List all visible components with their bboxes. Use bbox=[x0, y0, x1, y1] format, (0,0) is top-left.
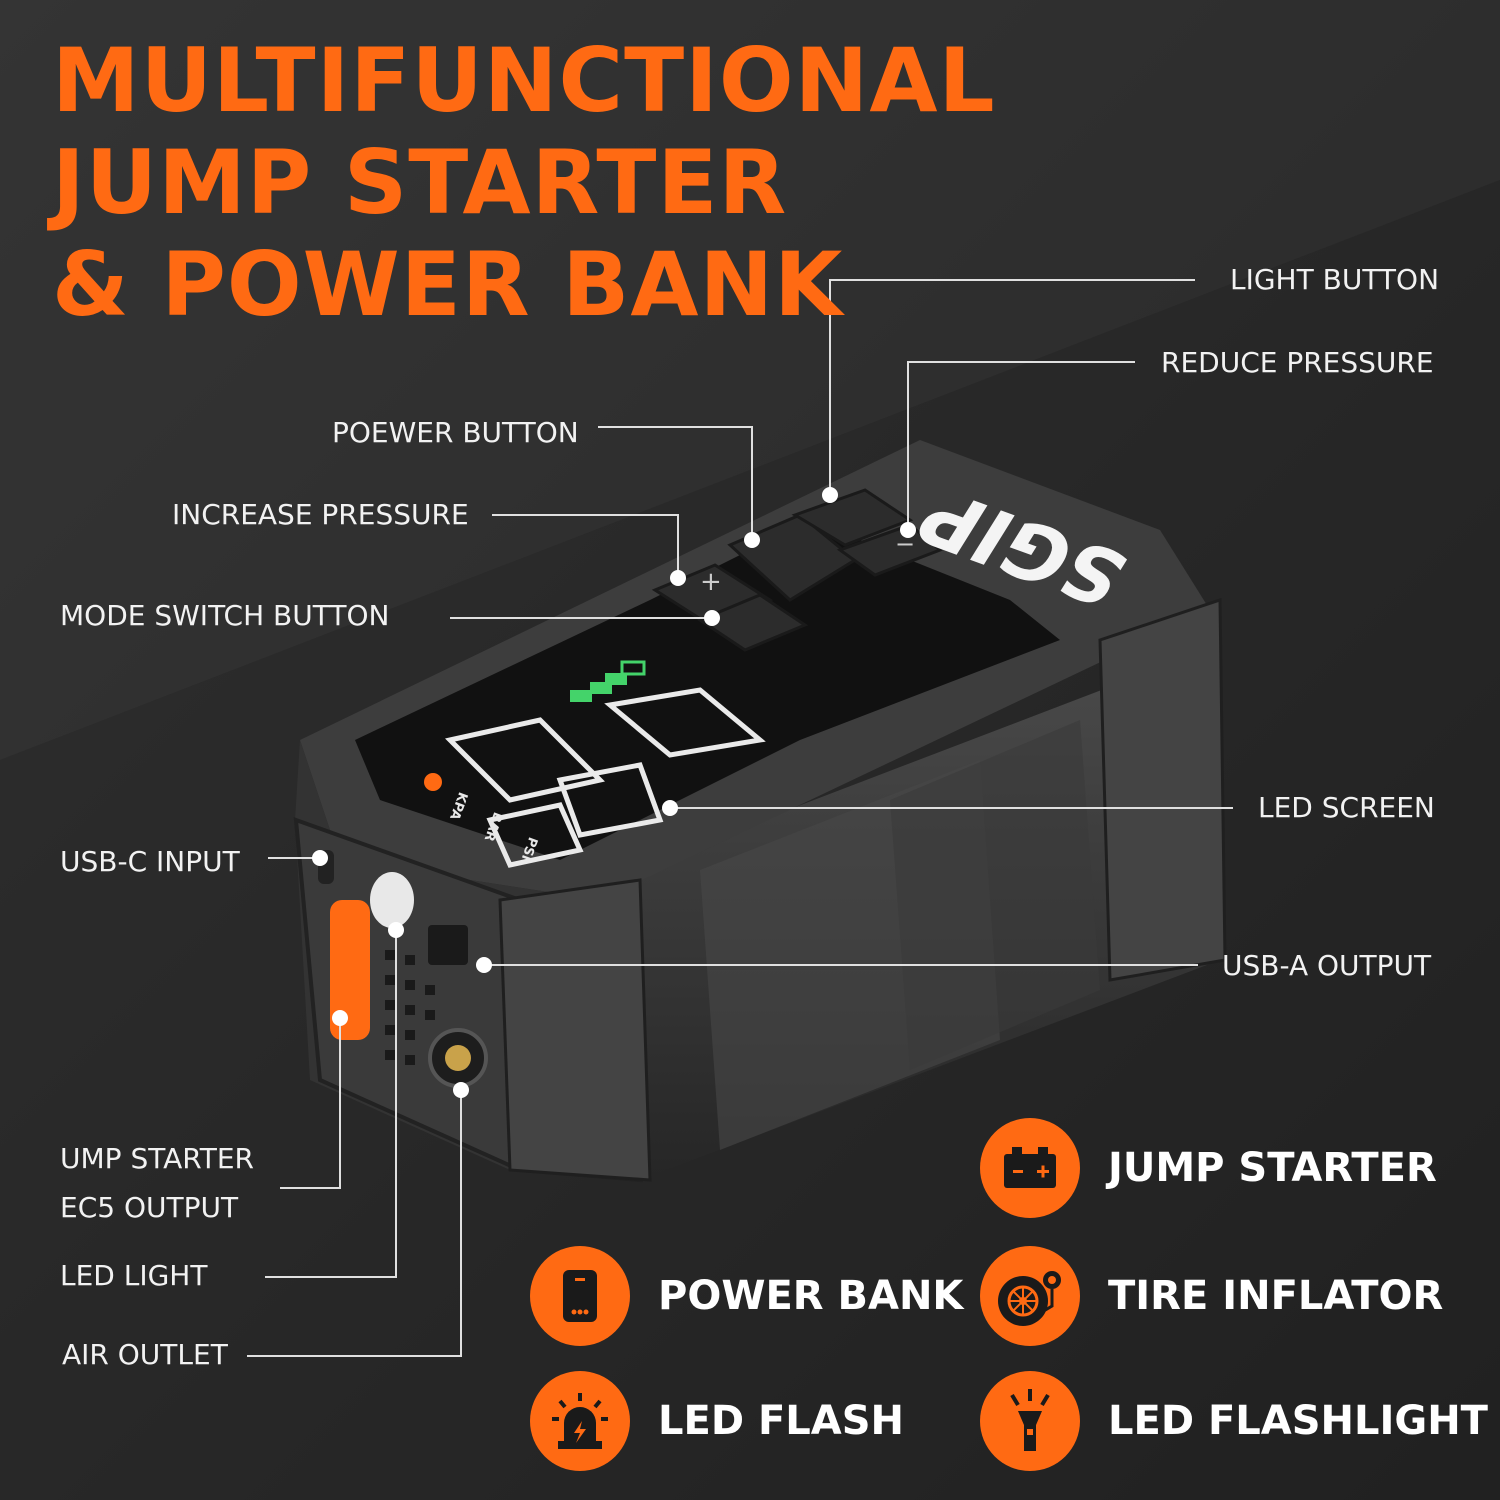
leader-dots bbox=[312, 487, 916, 1098]
vent-grille bbox=[385, 950, 435, 1065]
callout-led-screen: LED SCREEN bbox=[1258, 791, 1435, 824]
callout-reduce-pressure: REDUCE PRESSURE bbox=[1161, 346, 1434, 379]
feature-jump-starter: JUMP STARTER bbox=[1108, 1145, 1437, 1191]
callout-mode-switch: MODE SWITCH BUTTON bbox=[60, 599, 390, 632]
headline: MULTIFUNCTIONAL JUMP STARTER & POWER BAN… bbox=[52, 30, 996, 336]
ec5-port bbox=[330, 900, 370, 1040]
headline-line-1: MULTIFUNCTIONAL bbox=[52, 29, 996, 132]
power-bank-icon bbox=[530, 1246, 630, 1346]
callout-ec5-line2: EC5 OUTPUT bbox=[60, 1191, 239, 1224]
callout-light-button: LIGHT BUTTON bbox=[1230, 263, 1440, 296]
battery-indicators bbox=[570, 660, 646, 702]
usb-a-port bbox=[428, 925, 468, 965]
callout-led-light: LED LIGHT bbox=[60, 1259, 208, 1292]
callout-usb-a-output: USB-A OUTPUT bbox=[1222, 949, 1432, 982]
callout-ec5-line1: UMP STARTER bbox=[60, 1142, 254, 1175]
leader-lines bbox=[247, 279, 1233, 1357]
callout-power-button: POEWER BUTTON bbox=[332, 416, 579, 449]
flashlight-icon bbox=[980, 1371, 1080, 1471]
headline-line-2: JUMP STARTER bbox=[52, 131, 788, 234]
feature-led-flash: LED FLASH bbox=[658, 1398, 904, 1444]
tire-inflator-icon bbox=[980, 1246, 1080, 1346]
led-digits bbox=[445, 687, 766, 868]
feature-led-flashlight: LED FLASHLIGHT bbox=[1108, 1398, 1488, 1444]
screen-panel bbox=[355, 520, 1060, 860]
warning-beacon-icon bbox=[530, 1371, 630, 1471]
sun-indicator bbox=[424, 773, 442, 791]
led-lamp bbox=[370, 872, 414, 928]
feature-power-bank: POWER BANK bbox=[658, 1273, 964, 1319]
battery-icon bbox=[980, 1118, 1080, 1218]
callout-usb-c-input: USB-C INPUT bbox=[60, 845, 240, 878]
callout-air-outlet: AIR OUTLET bbox=[62, 1338, 228, 1371]
feature-tire-inflator: TIRE INFLATOR bbox=[1108, 1273, 1444, 1319]
svg-text:+: + bbox=[700, 567, 722, 597]
headline-line-3: & POWER BANK bbox=[52, 233, 844, 336]
callout-increase-pressure: INCREASE PRESSURE bbox=[172, 498, 469, 531]
